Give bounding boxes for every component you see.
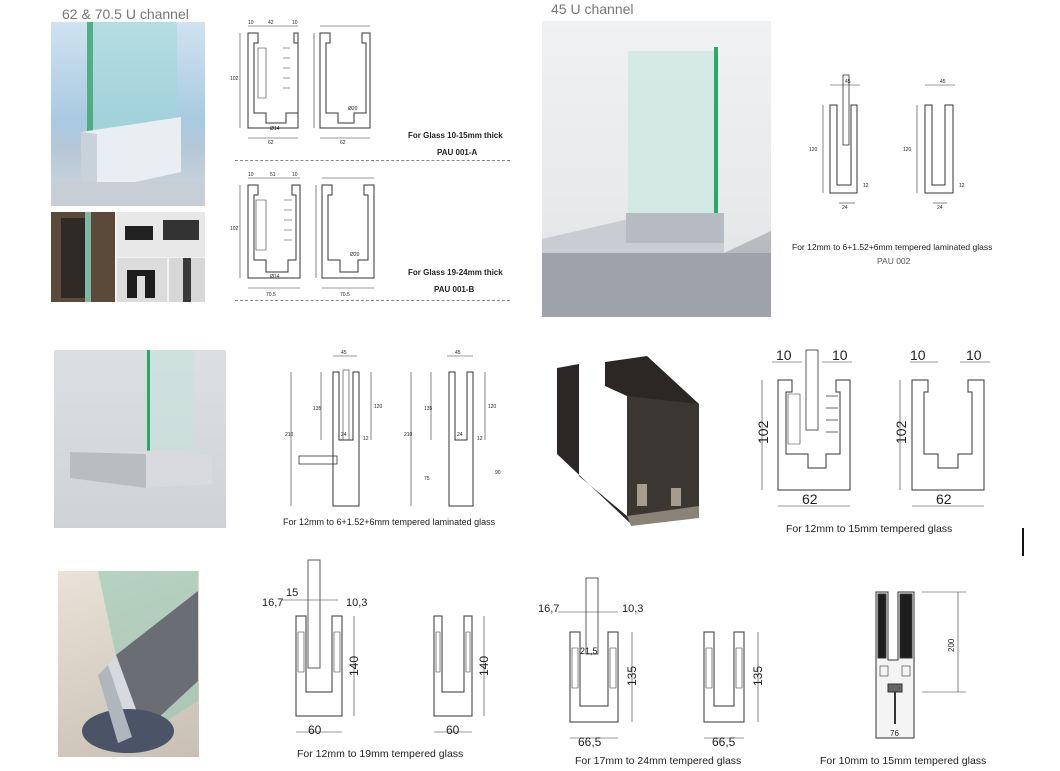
lam-dim-top-left: 45 [341,350,347,356]
u-channel-detail-photos [51,212,205,302]
lam-dim-right-right: 120 [488,404,497,410]
lam-dim-base-right: 24 [457,432,463,438]
pau002-dim-small-right: 12 [959,183,965,189]
profile-drawing-60: 16,7 15 10,3 140 140 60 60 [262,559,491,737]
lam-dim-top-right: 45 [455,350,461,356]
lam-dim-lower: 75 [424,476,430,482]
d76-dim-width: 76 [890,729,899,738]
d665-dim-width-b: 66,5 [712,735,736,749]
profile-drawing-62: 10 10 10 10 102 102 62 62 [755,347,990,507]
dim-a-top-mid: 42 [268,20,274,26]
pau002-caption-line1: For 12mm to 6+1.52+6mm tempered laminate… [792,242,993,252]
lam-dim-mid-left: 135 [313,406,322,412]
black-channel-render [557,356,699,526]
dim-b-top-left: 10 [248,172,254,178]
dim-a-hole: Ø20 [348,106,358,112]
lam-dim-lower2: 90 [495,470,501,476]
pau002-dim-top-left: 45 [845,79,851,85]
dim-b-width-right: 70.5 [340,292,350,298]
installed-render [82,571,198,753]
u-channel-photo-main [51,22,205,206]
dim-b-top-mid: 51 [270,172,276,178]
d62-dim-right-a: 10 [832,347,848,363]
lam-dim-total-right: 210 [404,432,413,438]
profile-drawing-665: 16,7 10,3 21,5 135 135 66,5 66,5 [538,577,765,749]
section1-heading: 62 & 70.5 U channel [62,6,189,22]
pau002-dim-top-right: 45 [940,79,946,85]
d60-dim-width-b: 60 [446,723,460,737]
dim-b-top-right: 10 [292,172,298,178]
d60-dim-a: 16,7 [262,597,283,609]
profile-drawing-76: 200 76 [875,591,966,739]
d665-dim-a: 16,7 [538,603,559,615]
d665-dim-width-a: 66,5 [578,735,602,749]
u-channel-installed-photo [58,571,199,757]
pau002-dim-small-left: 12 [863,183,869,189]
d665-dim-height-a: 135 [625,666,639,686]
pau002-dim-height-left: 120 [809,147,818,153]
dashed-divider-2 [235,300,510,301]
d60-dim-width-a: 60 [308,723,322,737]
dim-a-top-left: 10 [248,20,254,26]
d60-dim-b: 15 [286,587,298,599]
section2-heading: 45 U channel [551,1,634,17]
d62-dim-width-b: 62 [936,491,952,507]
d665-dim-b: 10,3 [622,603,643,615]
dim-b-slot: Ø14 [270,274,280,280]
pau002-caption-line2: PAU 002 [877,256,911,266]
d76-caption: For 10mm to 15mm tempered glass [820,755,987,767]
caption-001a-line1: For Glass 10-15mm thick [408,131,503,140]
d62-dim-height-b: 102 [893,420,909,444]
pau002-dim-base-right: 24 [937,205,943,211]
d60-dim-height-a: 140 [347,656,361,676]
d62-dim-left-a: 10 [776,347,792,363]
lam-dim-total-left: 210 [285,432,294,438]
dim-b-height: 102 [230,226,239,232]
d62-dim-right-b: 10 [966,347,982,363]
profile-drawing-001b: 10 51 10 102 Ø14 Ø20 70.5 70.5 [230,172,375,298]
u-channel-45-photo [542,21,771,317]
dim-a-width-right: 62 [340,140,346,146]
dim-a-slot: Ø14 [270,126,280,132]
caption-001a-line2: PAU 001-A [437,148,478,157]
caption-001b-line1: For Glass 19-24mm thick [408,268,503,277]
laminated-render [70,350,212,488]
dim-a-height: 102 [230,76,239,82]
u-channel-render [51,22,205,206]
dashed-divider-1 [235,160,510,161]
d62-caption: For 12mm to 15mm tempered glass [786,523,953,535]
dim-b-width-left: 70.5 [266,292,276,298]
lam-dim-small-right: 12 [477,436,483,442]
black-u-channel-photo [553,356,701,528]
pau002-dim-base-left: 24 [842,205,848,211]
u-channel-laminated-photo [54,350,226,528]
d665-dim-height-b: 135 [751,666,765,686]
d60-dim-height-b: 140 [477,656,491,676]
lam-dim-mid-right: 135 [424,406,433,412]
detail-photos-render [51,212,205,302]
laminated-caption: For 12mm to 6+1.52+6mm tempered laminate… [283,517,496,527]
text-cursor [1022,528,1024,556]
profile-drawing-pau002: 45 45 120 120 24 24 12 12 [809,74,965,211]
profile-drawing-001a: 10 42 10 102 Ø14 Ø20 62 62 [230,20,371,146]
dim-a-top-right: 10 [292,20,298,26]
lam-dim-base-left: 24 [341,432,347,438]
lam-dim-small-left: 12 [363,436,369,442]
dim-b-hole: Ø20 [350,252,360,258]
d62-dim-left-b: 10 [910,347,926,363]
d62-dim-width-a: 62 [802,491,818,507]
profile-drawing-laminated: 45 45 210 210 135 135 120 120 24 24 12 1… [285,350,501,507]
d60-dim-c: 10,3 [346,597,367,609]
d665-caption: For 17mm to 24mm tempered glass [575,755,742,767]
d60-caption: For 12mm to 19mm tempered glass [297,748,464,760]
u-channel-45-render [542,47,771,317]
dim-a-width-left: 62 [268,140,274,146]
lam-dim-right-left: 120 [374,404,383,410]
d62-dim-height-a: 102 [755,420,771,444]
d665-dim-inner: 21,5 [580,646,598,656]
pau002-dim-height-right: 120 [903,147,912,153]
caption-001b-line2: PAU 001-B [434,285,475,294]
d76-dim-height: 200 [947,638,956,652]
